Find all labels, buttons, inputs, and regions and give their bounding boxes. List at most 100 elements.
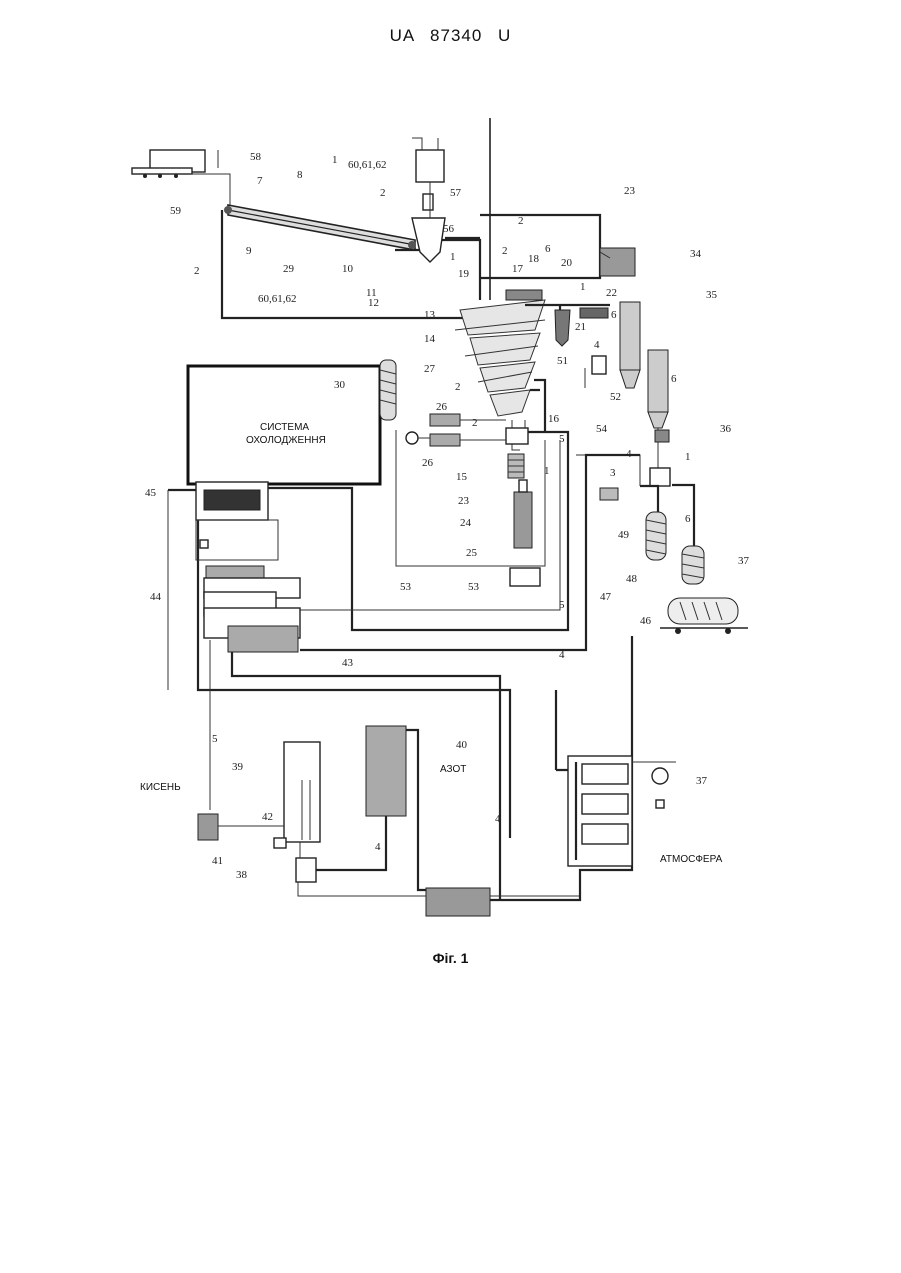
tower-33 <box>620 302 640 388</box>
callout-49: 49 <box>618 529 630 541</box>
coil-49 <box>600 488 618 500</box>
bottom-exchanger <box>426 888 490 916</box>
callout-58: 59 <box>170 205 182 217</box>
callout-2b: 2 <box>380 187 386 199</box>
exchanger-44 <box>204 566 300 652</box>
callout-9: 9 <box>246 245 252 257</box>
callout-23: 23 <box>624 185 636 197</box>
callout-13: 13 <box>424 309 436 321</box>
callout-2c: 2 <box>502 245 508 257</box>
callout-45: 45 <box>145 487 157 499</box>
callout-34: 35 <box>706 289 718 301</box>
coil-31 <box>380 360 396 420</box>
callout-51: 52 <box>610 391 621 403</box>
callout-17: 17 <box>512 263 524 275</box>
atmosphere-label: АТМОСФЕРА <box>660 854 723 865</box>
tank-car-46 <box>660 598 748 634</box>
nitrogen-label: АЗОТ <box>440 764 466 775</box>
callout-47: 47 <box>600 591 612 603</box>
callout-37: 37 <box>696 775 708 787</box>
callout-10: 10 <box>342 263 354 275</box>
callout-1d: 1 <box>544 465 550 477</box>
callout-20: 20 <box>561 257 573 269</box>
callout-18: 18 <box>528 253 540 265</box>
callout-19: 19 <box>458 268 470 280</box>
callout-42: 42 <box>262 811 273 823</box>
oxygen-label: КИСЕНЬ <box>140 782 181 793</box>
callout-39: 39 <box>232 761 244 773</box>
callout-4e: 4 <box>495 813 501 825</box>
callout-41: 41 <box>212 855 223 867</box>
callout-38: 38 <box>236 869 248 881</box>
exchanger-45 <box>196 482 278 560</box>
callout-5b: 5 <box>559 599 565 611</box>
coil-36 <box>682 546 704 584</box>
callout-1b: 1 <box>450 251 456 263</box>
inclined-conveyor <box>224 205 416 250</box>
callout-56: 57 <box>450 187 462 199</box>
callout-6b: 6 <box>611 309 617 321</box>
callout-52: 54 <box>596 423 608 435</box>
figure-caption: Фіг. 1 <box>0 950 901 966</box>
callout-16: 16 <box>548 413 560 425</box>
nitrogen-tank-40: АЗОТ <box>366 726 466 816</box>
cooling-label-2: ОХОЛОДЖЕННЯ <box>246 435 326 446</box>
heater-coil-24 <box>508 454 524 478</box>
callout-31: 30 <box>334 379 346 391</box>
cooling-label-1: СИСТЕМА <box>260 422 309 433</box>
callout-3: 3 <box>610 467 616 479</box>
callout-30: 29 <box>283 263 295 275</box>
callout-55: 56 <box>443 223 455 235</box>
spiral-reactor <box>455 290 545 416</box>
callout-7: 7 <box>257 175 263 187</box>
callout-46: 46 <box>640 615 652 627</box>
callout-2e: 2 <box>455 381 461 393</box>
callout-5c: 5 <box>212 733 218 745</box>
callout-59a: 60,61,62 <box>348 159 387 171</box>
callout-21: 21 <box>575 321 586 333</box>
callout-53: 53 <box>468 581 480 593</box>
tower-34 <box>648 350 668 428</box>
callout-36: 37 <box>738 555 750 567</box>
callout-48: 48 <box>626 573 638 585</box>
callout-1e: 1 <box>685 451 691 463</box>
callout-22: 22 <box>606 287 617 299</box>
feed-hopper <box>412 138 445 262</box>
callout-59b: 60,61,62 <box>258 293 297 305</box>
callout-27: 26 <box>422 457 434 469</box>
callout-1a: 1 <box>332 154 338 166</box>
callout-57: 58 <box>250 151 262 163</box>
callout-33: 34 <box>690 248 702 260</box>
callout-4d: 4 <box>375 841 381 853</box>
callout-4a: 4 <box>594 339 600 351</box>
callout-43: 43 <box>342 657 354 669</box>
callout-28: 26 <box>436 401 448 413</box>
callout-2d: 2 <box>518 215 524 227</box>
callout-6d: 6 <box>685 513 691 525</box>
callout-25: 24 <box>460 517 472 529</box>
callout-5a: 5 <box>559 433 565 445</box>
callout-50: 51 <box>557 355 568 367</box>
callout-1c: 1 <box>580 281 586 293</box>
callout-12: 12 <box>368 297 379 309</box>
callout-6a: 6 <box>545 243 551 255</box>
callout-4c: 4 <box>559 649 565 661</box>
callout-14: 14 <box>424 333 436 345</box>
callout-24: 23 <box>458 495 470 507</box>
callout-8: 8 <box>297 169 303 181</box>
callout-6c: 6 <box>671 373 677 385</box>
callout-54: 53 <box>400 581 412 593</box>
callout-15: 15 <box>456 471 468 483</box>
callout-29: 27 <box>424 363 436 375</box>
callout-2f: 2 <box>472 417 478 429</box>
coil-47 <box>646 512 666 560</box>
callout-44: 44 <box>150 591 162 603</box>
callout-2a: 2 <box>194 265 200 277</box>
callout-35: 36 <box>720 423 732 435</box>
compressor-bank-37 <box>556 690 676 866</box>
callout-40: 40 <box>456 739 468 751</box>
callout-26: 25 <box>466 547 478 559</box>
cooling-system: СИСТЕМА ОХОЛОДЖЕННЯ <box>188 366 380 484</box>
callout-4b: 4 <box>626 448 632 460</box>
